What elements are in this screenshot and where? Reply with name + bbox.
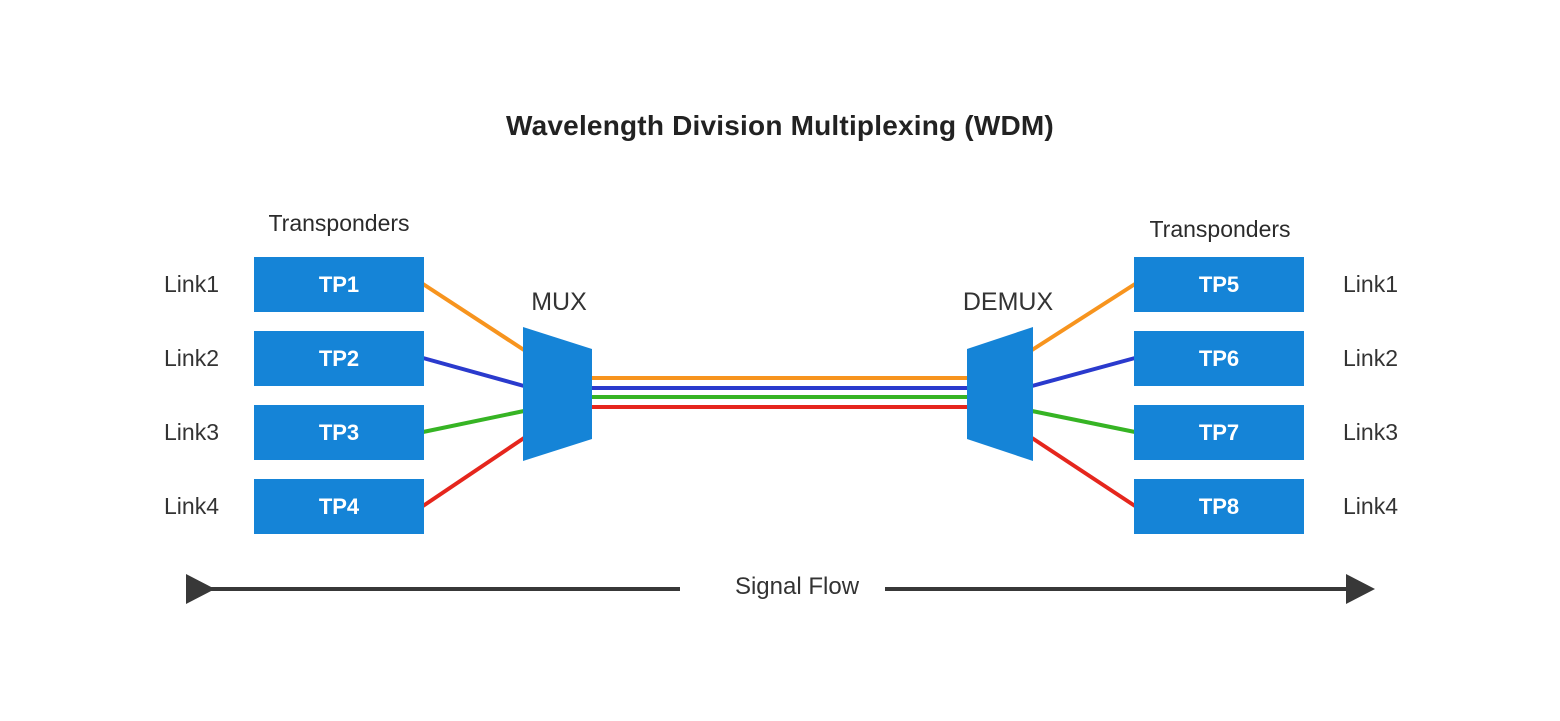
transponder-box-tp6: TP6 [1134,331,1304,386]
transponder-box-tp8: TP8 [1134,479,1304,534]
left-link2-label: Link2 [164,345,219,371]
channel-line-blue-left [422,356,525,388]
signal-flow-label: Signal Flow [734,573,860,600]
transponder-box-tp7: TP7 [1134,405,1304,460]
left-link1-label: Link1 [164,271,219,297]
diagram-title: Wavelength Division Multiplexing (WDM) [506,110,1054,141]
transponder-box-tp3: TP3 [254,405,424,460]
demux-shape [967,327,1033,461]
left-link3-label: Link3 [164,419,219,445]
signal-flow-arrowhead-right [1346,574,1375,604]
channel-line-red-left [421,436,526,508]
transponder-box-tp1: TP1 [254,257,424,312]
mux-label: MUX [531,288,587,316]
right-link4-label: Link4 [1343,493,1398,519]
right-link3-label: Link3 [1343,419,1398,445]
demux-label: DEMUX [962,288,1054,316]
channel-line-orange-left [421,282,526,352]
mux-shape [523,327,592,461]
channel-line-green-left [422,409,525,434]
channel-line-orange-right [1030,282,1137,352]
left-link4-label: Link4 [164,493,219,519]
transponder-box-tp5: TP5 [1134,257,1304,312]
channel-line-green-right [1031,409,1136,434]
right-transponders-label: Transponders [1149,216,1291,242]
right-link1-label: Link1 [1343,271,1398,297]
right-link2-label: Link2 [1343,345,1398,371]
transponder-box-tp4: TP4 [254,479,424,534]
transponder-box-tp2: TP2 [254,331,424,386]
left-transponders-label: Transponders [268,210,410,236]
channel-line-blue-right [1031,356,1136,388]
channel-line-red-right [1030,436,1137,508]
